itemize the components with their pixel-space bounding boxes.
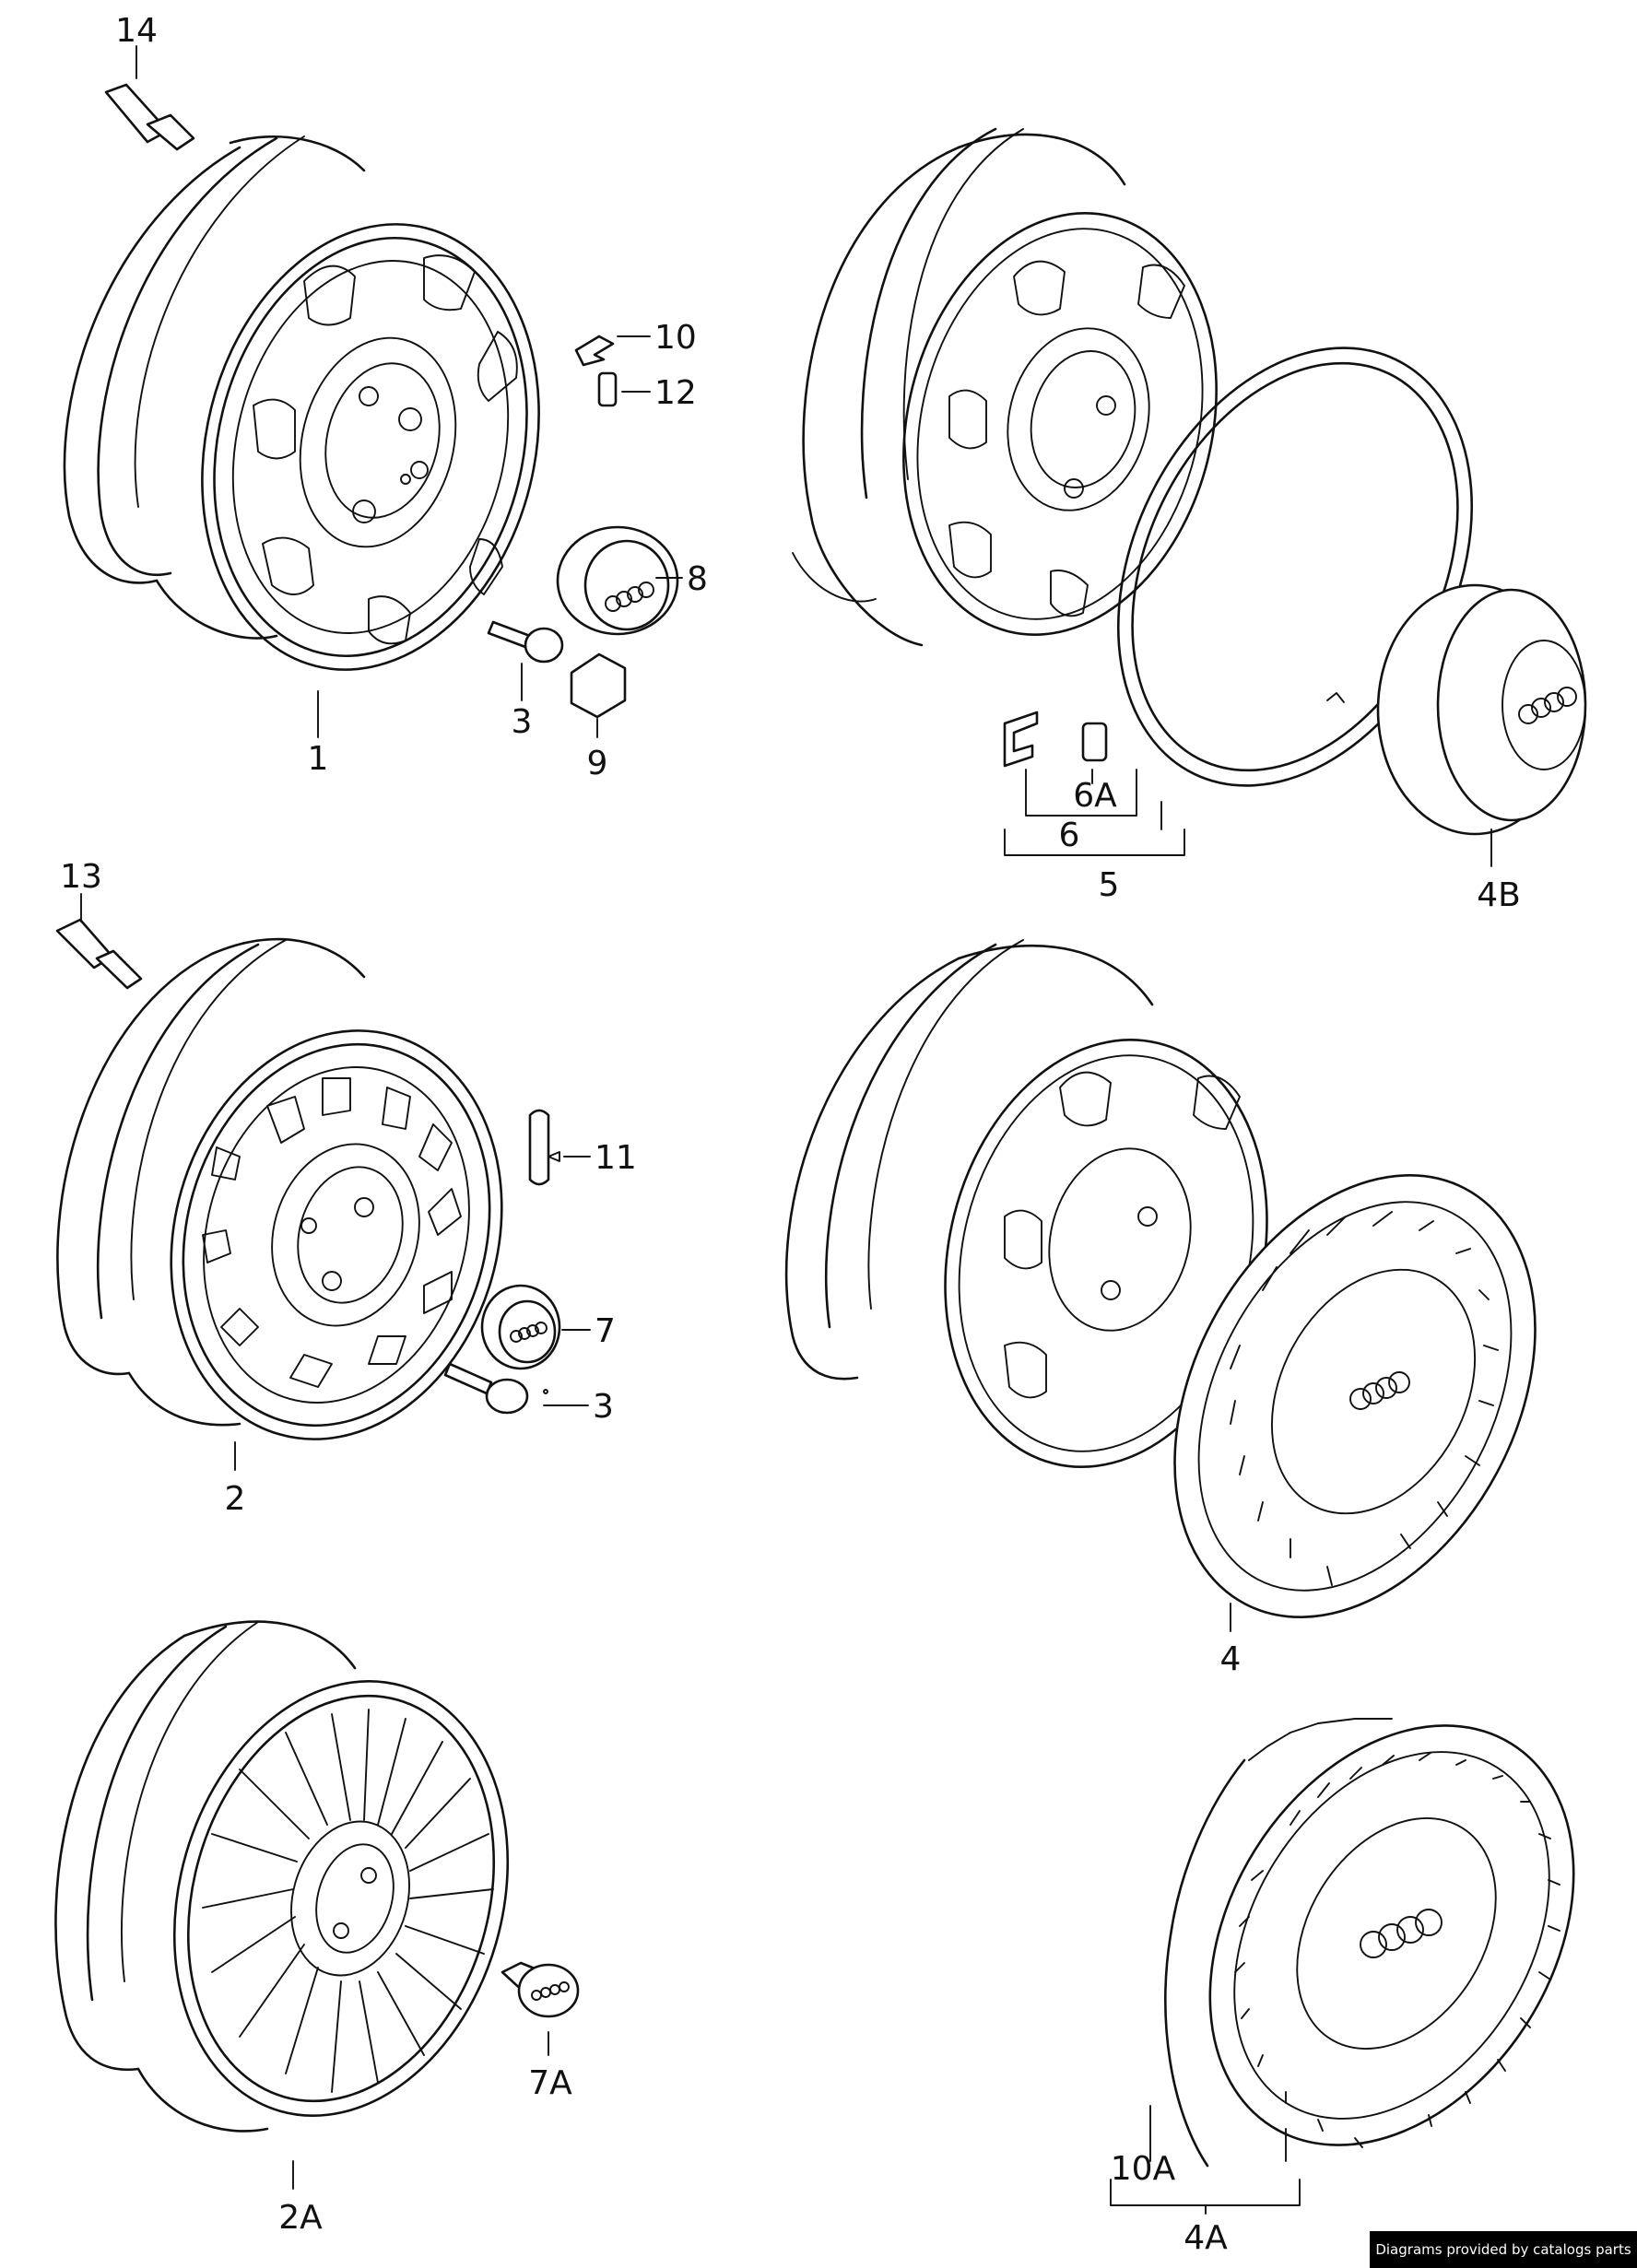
- label-4: 4: [1220, 1640, 1242, 1678]
- hub-cap-4b[interactable]: [1376, 583, 1587, 867]
- label-7a: 7A: [528, 2064, 572, 2102]
- wheel-cover-4a[interactable]: [1136, 1658, 1637, 2212]
- alloy-wheel-2a[interactable]: [54, 1620, 557, 2190]
- spring-12[interactable]: [597, 371, 651, 407]
- bolt-3[interactable]: [487, 620, 564, 701]
- valve-stem-13[interactable]: [55, 893, 143, 990]
- label-8: 8: [687, 560, 708, 598]
- valve-stem-14[interactable]: [104, 45, 195, 151]
- label-1: 1: [308, 740, 329, 778]
- label-10: 10: [654, 319, 697, 357]
- label-5: 5: [1099, 866, 1120, 904]
- label-7: 7: [595, 1312, 616, 1350]
- label-4b: 4B: [1477, 876, 1521, 914]
- label-4a: 4A: [1184, 2219, 1228, 2257]
- label-3: 3: [512, 703, 533, 741]
- label-6: 6: [1059, 817, 1080, 854]
- steel-wheel-1[interactable]: [63, 135, 584, 738]
- hub-cap-7[interactable]: [480, 1284, 591, 1370]
- steel-wheel-trim-assembly[interactable]: [792, 127, 1259, 668]
- label-14: 14: [115, 12, 158, 50]
- label-13: 13: [60, 858, 102, 896]
- label-6a: 6A: [1073, 777, 1117, 815]
- hub-cap-8[interactable]: [556, 525, 683, 636]
- credit-banner: Diagrams provided by catalogs parts: [1370, 2231, 1637, 2268]
- label-3b: 3: [593, 1388, 614, 1426]
- brackets-4a-10a: [1110, 2105, 1301, 2215]
- hub-cap-7a[interactable]: [501, 1961, 580, 2056]
- balance-weight-11[interactable]: [528, 1109, 591, 1186]
- steel-wheel-2[interactable]: [56, 937, 548, 1478]
- clip-10[interactable]: [574, 335, 651, 367]
- wheel-cover-4[interactable]: [1102, 1113, 1608, 1680]
- label-9: 9: [587, 745, 608, 782]
- label-2: 2: [225, 1480, 246, 1518]
- label-2a: 2A: [278, 2199, 323, 2237]
- spring-6a[interactable]: [1081, 722, 1108, 762]
- bolt-3b[interactable]: [443, 1362, 589, 1415]
- label-12: 12: [654, 374, 697, 412]
- label-11: 11: [595, 1139, 637, 1177]
- callout-labels: 14 10 12 8 3 9 1 6A 6 5 4B 13 11 7 3 2 4…: [60, 12, 1521, 2257]
- brackets-5-6: [1004, 769, 1185, 856]
- wheel-nut-9[interactable]: [570, 652, 627, 738]
- label-10a: 10A: [1111, 2150, 1176, 2188]
- clip-6[interactable]: [1003, 711, 1039, 768]
